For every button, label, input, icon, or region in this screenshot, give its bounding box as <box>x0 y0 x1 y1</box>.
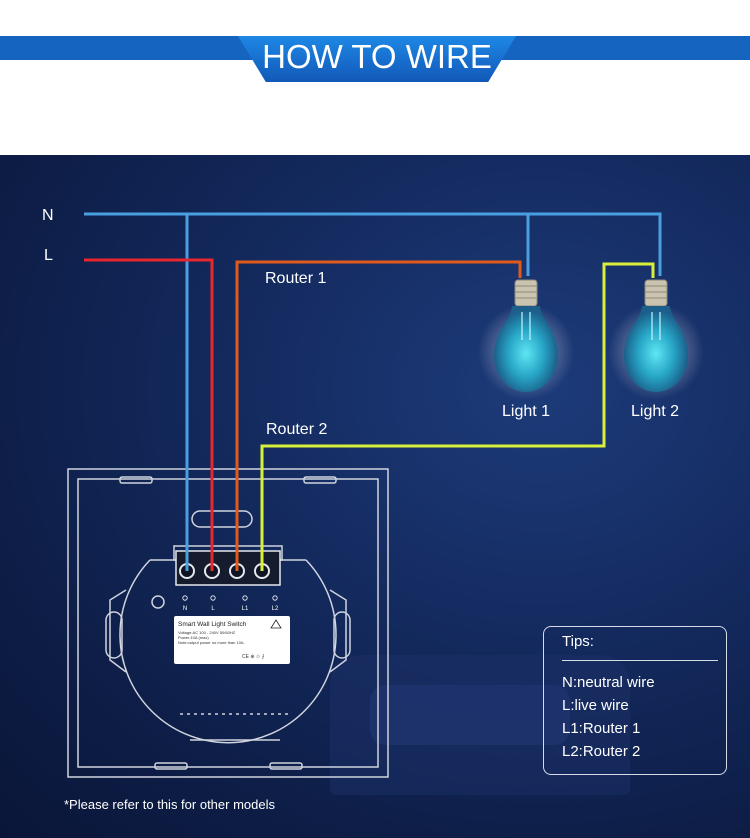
neutral-line-label: N <box>42 207 54 224</box>
router-1-label: Router 1 <box>265 270 327 287</box>
terminal-l2-label: L2 <box>272 606 279 612</box>
cert-marks: CE ⊕ ♲ ⨍ <box>242 654 265 660</box>
switch-label-line-2: Power:10A (max) <box>178 635 209 640</box>
tip-item: N:neutral wire <box>562 674 655 691</box>
router-2-label: Router 2 <box>266 421 328 438</box>
light-bulb-2-icon <box>608 279 704 400</box>
live-wire <box>84 258 214 571</box>
banner-tab <box>238 36 516 82</box>
background-couch-seat <box>370 685 570 745</box>
live-line-label: L <box>44 247 53 264</box>
router2-wire <box>260 262 655 571</box>
switch-label-line-3: Note:output power no more than 10A. <box>178 640 245 645</box>
switch-label: Smart Wall Light Switch Voltage:AC 100 -… <box>174 616 290 664</box>
light-1-label: Light 1 <box>502 403 551 420</box>
tips-title: Tips: <box>562 633 594 650</box>
tips-box: Tips: N:neutral wire L:live wire L1:Rout… <box>543 626 727 775</box>
neutral-wire-main <box>84 212 662 276</box>
wires <box>84 212 662 571</box>
terminal-block <box>175 550 281 586</box>
background-couch <box>330 655 630 795</box>
tip-item: L1:Router 1 <box>562 720 641 737</box>
warning-icon <box>270 619 282 629</box>
page-title: HOW TO WIRE <box>262 38 492 75</box>
tip-item: L2:Router 2 <box>562 743 641 760</box>
tip-item: L:live wire <box>562 697 629 714</box>
router1-wire <box>235 260 522 571</box>
terminal-l1-label: L1 <box>242 606 249 612</box>
switch-label-title: Smart Wall Light Switch <box>178 621 247 628</box>
terminal-labels: N L L1 L2 <box>182 595 279 612</box>
light-bulb-1-icon <box>478 279 574 400</box>
wiring-panel <box>0 155 750 838</box>
footnote: *Please refer to this for other models <box>64 797 275 812</box>
terminal-n-label: N <box>183 606 187 612</box>
tips-divider <box>562 660 718 661</box>
light-2-label: Light 2 <box>631 403 680 420</box>
terminal-l-label: L <box>211 606 215 612</box>
switch-label-line-1: Voltage:AC 100 - 240V 50/60HZ <box>178 630 236 635</box>
